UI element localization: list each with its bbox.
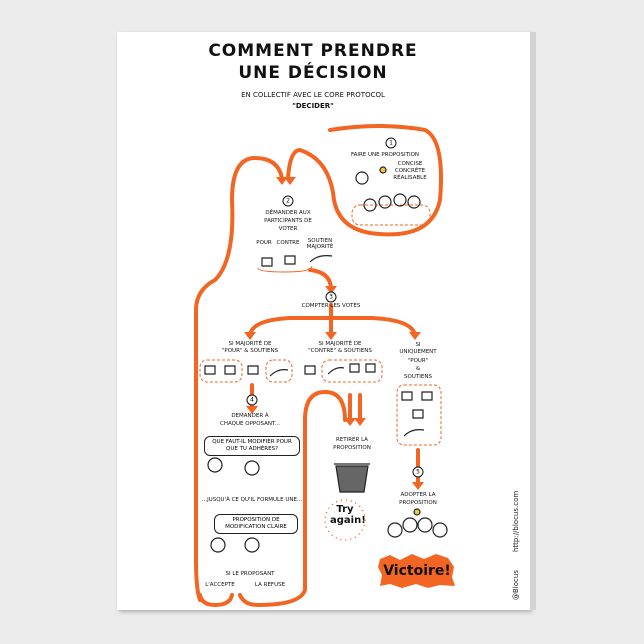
dashed-group-left-pour: [199, 359, 243, 383]
branch-middle-label: Si majorité de: [318, 341, 362, 347]
person-icon: [363, 198, 377, 212]
branch-right-label: Si: [415, 342, 421, 348]
step-2-label: participants de: [264, 218, 312, 224]
flat-hand-icon: [309, 255, 333, 263]
arrow-2-3: [308, 268, 333, 290]
thumb-down-icon: [247, 365, 259, 375]
dashed-group-middle: [321, 359, 383, 383]
dashed-group-right: [396, 384, 442, 446]
step-4-number: 4: [246, 394, 258, 406]
person-icon: [207, 457, 223, 473]
thumb-down-icon: [349, 363, 376, 373]
vote-option-contre: Contre: [276, 240, 300, 246]
step-5-label: Adopter la: [400, 492, 436, 498]
loop-middle: [198, 389, 347, 608]
proposal-bubble: Proposition de modification claire: [214, 514, 298, 535]
branch-right-label: uniquement: [399, 349, 437, 355]
thumb-up-icon: [261, 257, 273, 267]
person-icon: [407, 195, 421, 209]
accepts-label: l'accepte: [205, 582, 235, 588]
person-icon: [417, 517, 433, 533]
loop-left: [194, 155, 284, 602]
try-again-badge: Try again!: [330, 504, 366, 526]
branch-left-label: Si majorité de: [228, 341, 272, 347]
step-1-quality: Réalisable: [393, 175, 427, 181]
credits: @Blocus http://blocus.com: [512, 473, 520, 600]
person-icon: [355, 171, 369, 185]
withdraw-label: Retirer la: [335, 437, 369, 443]
try-again-burst: [324, 499, 366, 541]
step-4-label: chaque opposant...: [220, 421, 280, 427]
person-icon: [244, 460, 260, 476]
credit-url[interactable]: http://blocus.com: [512, 490, 520, 553]
subtitle-protocol: "Decider": [292, 102, 334, 110]
step-1-quality: Concise: [397, 161, 423, 167]
doodles: [204, 166, 448, 553]
vote-option-soutien: Soutien majorité: [306, 238, 334, 251]
poster-edge: [530, 32, 536, 610]
credit-handle: @Blocus: [512, 570, 520, 600]
if-proposer-label: Si le proposant: [225, 571, 275, 577]
subtitle: en collectif avec le core protocol: [241, 91, 385, 99]
poster: [117, 32, 530, 610]
person-icon: [210, 537, 226, 553]
branch-left-label: "pour" & soutiens: [221, 348, 279, 354]
step-3-number: 3: [325, 291, 337, 303]
victoire-text: Victoire!: [383, 563, 451, 579]
step-2-label: voter: [278, 226, 298, 232]
person-icon: [387, 522, 403, 538]
person-icon: [432, 522, 448, 538]
step-1-quality: Concrète: [394, 168, 426, 174]
step-1-number: 1: [385, 137, 397, 149]
trash-can-icon: [334, 463, 370, 493]
arrowhead: [244, 177, 424, 490]
burst-shape: [378, 554, 455, 588]
person-icon: [378, 195, 392, 209]
branch-right-label: &: [415, 366, 421, 372]
step-4-label: Demander à: [231, 413, 269, 419]
branch-right-label: "pour": [407, 358, 429, 364]
flat-hand-icon: [327, 367, 345, 375]
question-bubble: Que faut-il modifier pour que tu adhères…: [204, 436, 300, 457]
step-5-number: 5: [412, 466, 424, 478]
person-icon: [244, 537, 260, 553]
branch-split: [248, 303, 417, 337]
person-icon: [402, 517, 418, 533]
vote-option-pour: Pour: [256, 240, 272, 246]
thumb-up-icon: [401, 391, 433, 419]
dashed-group-left-soutien: [265, 359, 293, 383]
branch-middle-label: "contre" & soutiens: [308, 348, 372, 354]
loop-step1: [286, 124, 443, 237]
step-2-label: Démander aux: [265, 210, 311, 216]
arrows-retirer: [348, 393, 362, 422]
thumb-up-icon: [204, 365, 236, 375]
step-3-label: Compter les votes: [301, 303, 361, 309]
bracket-votes: [257, 265, 313, 273]
until-label: ...jusqu'à ce qu'il formule une...: [201, 497, 303, 503]
title-line-2: une décision: [238, 63, 388, 83]
branch-right-label: soutiens: [404, 374, 432, 380]
victoire-badge: Victoire!: [378, 553, 456, 589]
withdraw-label: proposition: [333, 445, 371, 451]
dashed-group-step1: [351, 204, 431, 226]
title-line-1: Comment prendre: [208, 41, 418, 61]
person-icon: [393, 193, 407, 207]
flat-hand-icon: [403, 429, 425, 437]
step-2-number: 2: [282, 195, 294, 207]
thumb-down-icon: [284, 255, 296, 265]
refuses-label: la refuse: [254, 582, 286, 588]
flat-hand-icon: [269, 369, 289, 377]
step-5-label: proposition: [399, 500, 437, 506]
lightbulb-icon: [379, 166, 387, 174]
step-1-label: Faire une proposition: [350, 152, 420, 158]
thumb-up-icon: [304, 365, 316, 375]
lightbulb-icon: [413, 508, 421, 516]
